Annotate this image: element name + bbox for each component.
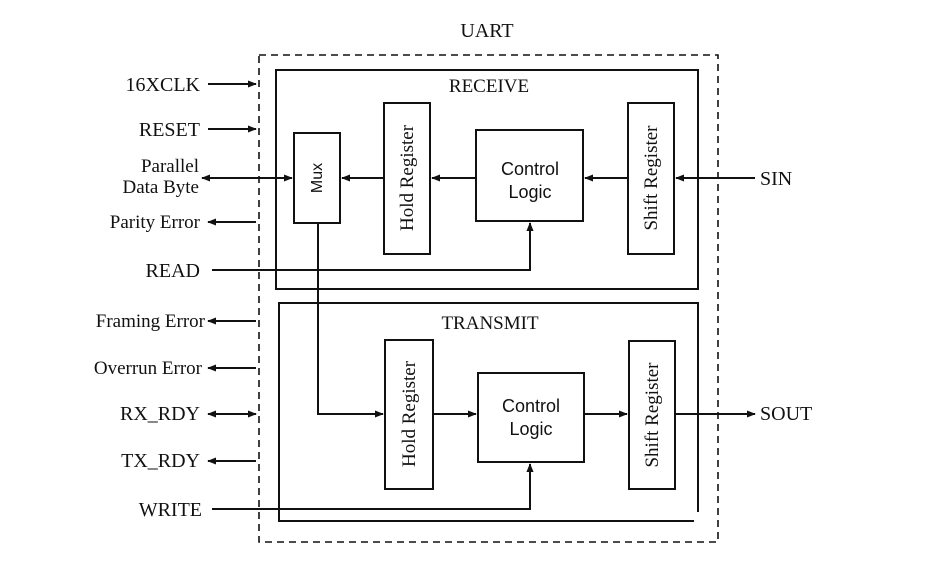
receive-control-logic-line2: Logic [508,182,551,202]
sout-label: SOUT [760,403,812,425]
parallel-label-line2: Data Byte [122,177,199,198]
clk-label: 16XCLK [126,74,201,96]
receive-block: RECEIVE Mux Hold Register Control Logic … [275,69,699,290]
transmit-hold-register-label: Hold Register [399,360,420,467]
parallel-label-line1: Parallel [141,156,199,177]
tx-rdy-label: TX_RDY [121,450,200,472]
parity-error-label: Parity Error [110,212,201,233]
write-arrow [212,463,534,510]
transmit-control-logic-box [477,372,585,463]
transmit-title: TRANSMIT [441,313,539,334]
transmit-control-logic-line2: Logic [509,419,552,439]
mux-to-transmit-hold-arrow [317,223,384,418]
read-arrow [212,222,534,271]
receive-control-logic-line1: Control [501,159,559,179]
framing-error-label: Framing Error [96,311,206,332]
transmit-shift-register-label: Shift Register [642,362,663,468]
transmit-block: TRANSMIT Hold Register Control Logic Shi… [278,302,699,522]
uart-title: UART [460,20,513,42]
reset-label: RESET [139,119,200,141]
rx-rdy-label: RX_RDY [120,403,200,425]
transmit-control-logic-line1: Control [502,396,560,416]
transmit-hold-register-box [384,339,434,490]
sin-label: SIN [760,168,792,190]
receive-hold-register-label: Hold Register [397,124,418,231]
transmit-frame [278,302,699,522]
receive-shift-register-box [627,102,675,255]
transmit-shift-register-box [628,340,676,490]
write-label: WRITE [139,499,202,521]
mux-box [293,132,341,224]
read-label: READ [146,260,200,282]
receive-control-logic-box [475,129,584,222]
uart-boundary [258,54,719,543]
receive-title: RECEIVE [449,76,529,97]
overrun-error-label: Overrun Error [94,358,203,379]
mux-label: Mux [309,163,326,193]
receive-shift-register-label: Shift Register [641,125,662,231]
